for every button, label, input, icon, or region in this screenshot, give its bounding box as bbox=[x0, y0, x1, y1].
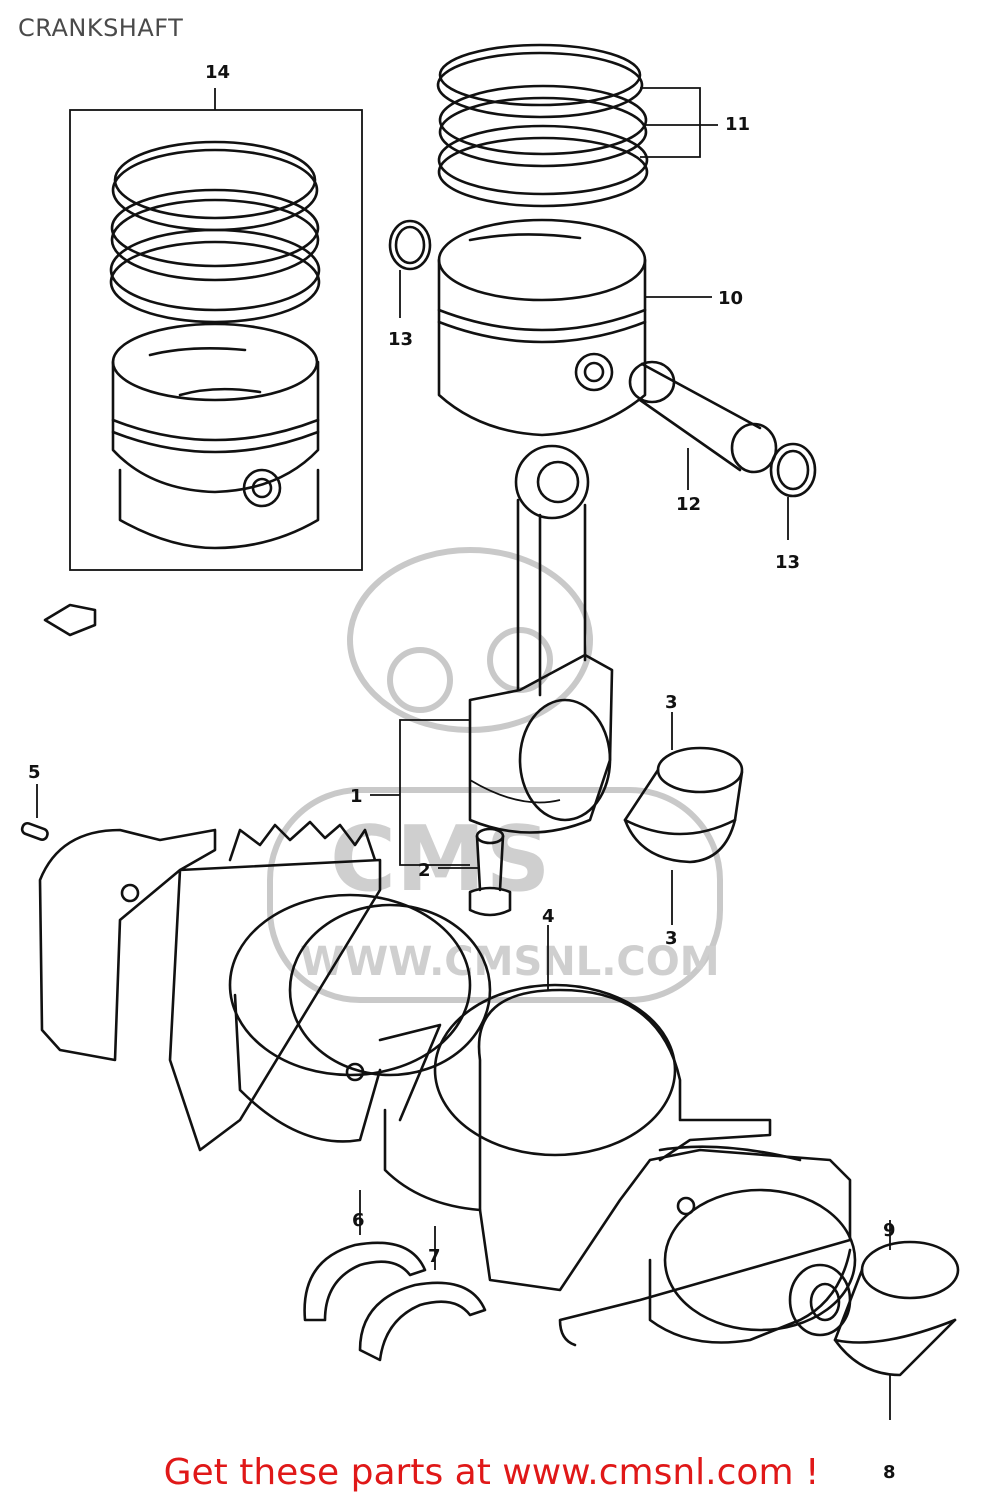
page-title: CRANKSHAFT bbox=[18, 14, 184, 42]
callout-13-right: 13 bbox=[775, 552, 800, 573]
front-arrow-icon bbox=[43, 603, 97, 637]
piston-kit-drawing bbox=[109, 140, 321, 550]
callout-13-top: 13 bbox=[388, 329, 413, 350]
piston-kit-box bbox=[69, 88, 363, 571]
callout-11: 11 bbox=[725, 114, 750, 135]
bolt-drawing bbox=[438, 827, 512, 917]
piston-pin-drawing bbox=[628, 360, 778, 490]
main-bearing-drawing bbox=[833, 1220, 960, 1420]
callout-3-top: 3 bbox=[665, 692, 678, 713]
knock-pin-drawing bbox=[20, 784, 49, 841]
connecting-rod-drawing bbox=[370, 444, 614, 866]
callout-8: 8 bbox=[883, 1462, 896, 1483]
callout-labels: 14 11 10 13 12 13 3 5 1 2 4 3 6 7 9 8 bbox=[28, 62, 896, 1483]
callout-10: 10 bbox=[718, 288, 743, 309]
piston-drawing bbox=[437, 218, 712, 437]
callout-12: 12 bbox=[676, 494, 701, 515]
callout-9: 9 bbox=[883, 1220, 896, 1241]
piston-rings-drawing bbox=[436, 43, 718, 208]
circlips-drawing bbox=[388, 219, 817, 540]
callout-7: 7 bbox=[428, 1246, 441, 1267]
callout-1: 1 bbox=[350, 786, 363, 807]
callout-2: 2 bbox=[418, 860, 431, 881]
callout-3-bottom: 3 bbox=[665, 928, 678, 949]
thrust-washers-drawing bbox=[303, 1190, 487, 1362]
callout-5: 5 bbox=[28, 762, 41, 783]
watermark: CMS WWW.CMSNL.COM bbox=[267, 547, 723, 1003]
watermark-url: WWW.CMSNL.COM bbox=[300, 939, 720, 985]
footer-promo-text[interactable]: Get these parts at www.cmsnl.com ! bbox=[163, 1452, 820, 1493]
callout-4: 4 bbox=[542, 906, 555, 927]
conrod-bearing-drawing bbox=[623, 712, 744, 925]
callout-6: 6 bbox=[352, 1210, 365, 1231]
callout-14: 14 bbox=[205, 62, 230, 83]
